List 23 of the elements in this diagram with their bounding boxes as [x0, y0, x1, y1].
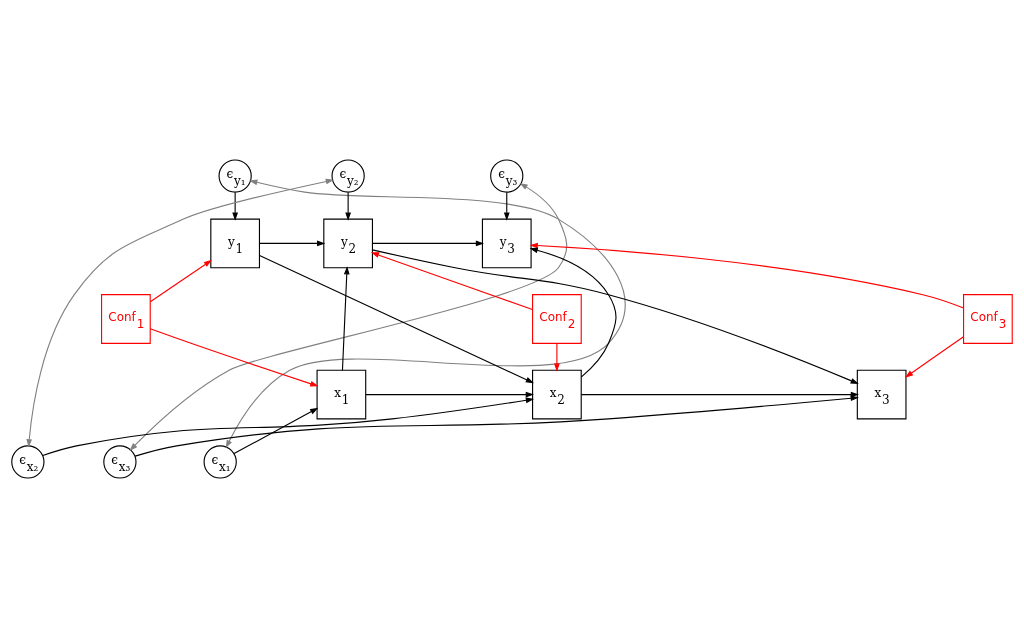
- arrow: [371, 248, 859, 384]
- arrow: [134, 394, 859, 457]
- arrow: [129, 182, 568, 451]
- arrow: [149, 327, 319, 386]
- arrow: [529, 247, 617, 378]
- arrow: [904, 335, 965, 378]
- arrow: [259, 254, 535, 383]
- arrow: [233, 407, 319, 454]
- arrow: [232, 191, 239, 221]
- arrow: [554, 342, 560, 372]
- arrow: [26, 178, 334, 447]
- arrow: [580, 391, 859, 397]
- arrow: [225, 179, 626, 448]
- arrow: [503, 191, 510, 221]
- arrow: [149, 259, 213, 302]
- arrow: [345, 191, 351, 221]
- arrow: [365, 391, 534, 397]
- arrow: [341, 265, 350, 371]
- arrow: [529, 242, 965, 308]
- arrow: [372, 240, 485, 246]
- arrow: [42, 396, 535, 456]
- arrow: [259, 240, 326, 246]
- arrow: [370, 251, 533, 310]
